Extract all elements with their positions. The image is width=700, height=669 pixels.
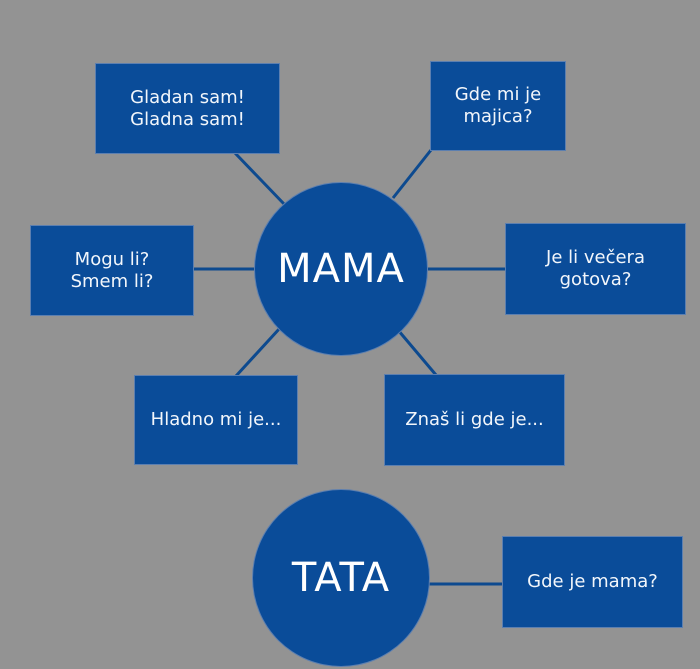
tata-label: TATA xyxy=(291,555,391,601)
question-box-may-i: Mogu li? Smem li? xyxy=(31,226,193,315)
question-box-hungry: Gladan sam! Gladna sam! xyxy=(96,64,279,153)
connector-mama-box6 xyxy=(396,329,438,376)
mama-node: MAMA xyxy=(255,183,427,355)
question-line: majica? xyxy=(463,106,533,127)
question-line: Gladan sam! xyxy=(130,86,245,108)
question-box-shirt: Gde mi je majica? xyxy=(431,62,565,150)
tata-node: TATA xyxy=(253,490,429,666)
question-line: Gladna sam! xyxy=(130,108,245,130)
question-line: gotova? xyxy=(559,269,632,290)
question-box-where-mama: Gde je mama? xyxy=(503,537,682,627)
question-line: Mogu li? xyxy=(74,248,150,270)
connector-mama-box2 xyxy=(391,149,433,199)
mama-label: MAMA xyxy=(277,246,405,292)
connector-mama-box1 xyxy=(233,151,287,207)
question-line: Smem li? xyxy=(70,270,154,292)
question-box-where-is: Znaš li gde je... xyxy=(385,375,564,465)
question-box-dinner: Je li večera gotova? xyxy=(506,224,685,314)
question-line: Je li večera xyxy=(546,247,645,268)
question-line: Znaš li gde je... xyxy=(405,409,544,430)
question-line: Gde je mama? xyxy=(527,571,658,592)
question-box-cold: Hladno mi je... xyxy=(135,376,297,464)
question-line: Hladno mi je... xyxy=(150,409,282,430)
connector-mama-box5 xyxy=(234,326,282,378)
question-line: Gde mi je xyxy=(454,84,542,105)
